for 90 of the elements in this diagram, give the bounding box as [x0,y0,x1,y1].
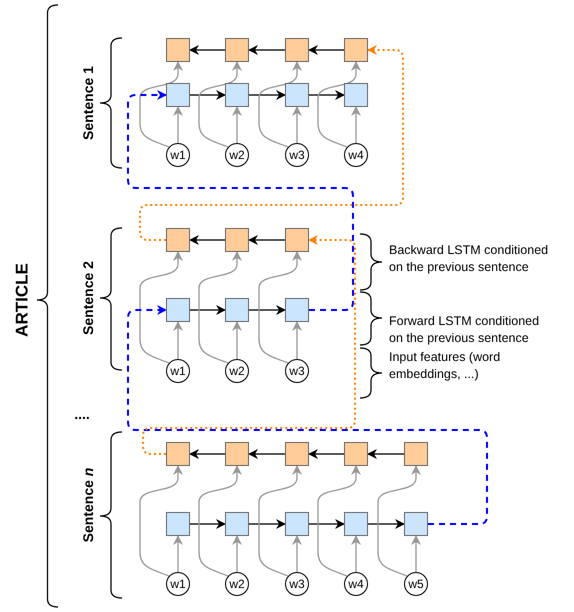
input-circle: w5 [404,572,428,596]
arrow [308,45,344,55]
arrow [377,465,421,577]
ellipsis-text: .... [74,407,90,421]
arrow [248,235,285,245]
arrow [198,465,242,577]
backward-lstm-cell [344,38,368,62]
arrow [189,45,225,55]
arrow [198,61,242,148]
arrow [248,45,285,55]
input-circle: w3 [285,359,309,383]
arrow [258,465,302,577]
dashed-arrow [127,90,354,311]
arrow [190,519,226,529]
forward-lstm-cell [285,298,309,322]
arrow [189,449,225,459]
arrow [411,535,421,572]
arrow [308,449,344,459]
dashed-arrow [139,45,404,241]
input-circle: w1 [166,143,190,167]
backward-lstm-cell [166,442,190,466]
sentence-label: Sentence 2 [81,261,95,335]
arrow [249,519,286,529]
input-circle: w1 [166,359,190,383]
dashed-arrow [142,235,356,455]
input-circle: w2 [225,572,249,596]
forward-lstm-cell [285,512,309,536]
arrow [173,535,183,572]
arrow [367,449,404,459]
input-circle: w2 [225,359,249,383]
arrow [139,251,183,364]
forward-lstm-cell [166,512,190,536]
arrow [309,90,345,100]
forward-lstm-cell [225,298,249,322]
sentence-label: Sentence n [81,468,95,542]
input-circle: w4 [344,143,368,167]
input-circle: w3 [285,572,309,596]
backward-lstm-cell [225,228,249,252]
arrow [232,535,242,572]
arrow [317,61,361,148]
arrow [173,321,183,359]
article-label: ARTICLE [14,263,30,337]
backward-lstm-cell [225,38,249,62]
forward-lstm-cell [166,298,190,322]
arrow [351,535,361,572]
dashed-arrow [127,305,488,525]
arrow [292,321,302,359]
arrow [232,106,242,143]
input-circle: w3 [285,143,309,167]
backward-lstm-cell [285,228,309,252]
forward-lstm-cell [285,83,309,107]
arrow [249,90,286,100]
backward-lstm-cell [285,38,309,62]
backward-lstm-cell [404,442,428,466]
arrow [368,519,405,529]
input-circle: w4 [344,572,368,596]
arrow [190,305,226,315]
backward-lstm-cell [166,228,190,252]
annotation-text: Forward LSTM conditioned on the previous sentence [389,313,540,347]
input-circle: w2 [225,143,249,167]
annotation-text: Backward LSTM conditioned on the previous sentence [389,242,550,276]
arrow [249,305,286,315]
backward-lstm-cell [344,442,368,466]
arrow [258,61,302,148]
forward-lstm-cell [404,512,428,536]
arrow [139,61,183,148]
forward-lstm-cell [344,83,368,107]
input-circle: w1 [166,572,190,596]
arrow [351,106,361,143]
arrow [292,106,302,143]
arrow [232,321,242,359]
arrow [309,519,345,529]
backward-lstm-cell [285,442,309,466]
backward-lstm-cell [166,38,190,62]
forward-lstm-cell [166,83,190,107]
forward-lstm-cell [225,83,249,107]
forward-lstm-cell [225,512,249,536]
forward-lstm-cell [344,512,368,536]
arrow [189,235,225,245]
backward-lstm-cell [225,442,249,466]
arrow [258,251,302,364]
sentence-label: Sentence 1 [81,66,95,140]
arrow [173,106,183,143]
arrow [190,90,226,100]
arrow [139,465,183,577]
arrow [248,449,285,459]
arrow [317,465,361,577]
arrow [198,251,242,364]
annotation-text: Input features (word embeddings, ...) [389,349,502,383]
arrow [292,535,302,572]
